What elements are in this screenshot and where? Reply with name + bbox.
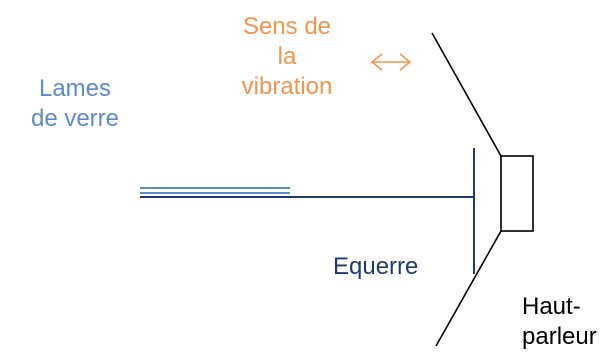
vibration-direction-label: Sens de la vibration <box>222 12 352 102</box>
speaker-label-line1: Haut- <box>522 293 581 320</box>
speaker-magnet <box>500 155 534 232</box>
glass-plates-label: Lames de verre <box>10 74 140 134</box>
square-label: Equerre <box>333 253 419 280</box>
speaker-label-line2: parleur <box>522 323 597 350</box>
glass-label-line1: Lames <box>38 75 112 102</box>
vibration-label-line1: Sens de <box>242 13 332 40</box>
vibration-label-line2: la <box>277 43 297 70</box>
speaker-label: Haut- parleur <box>522 292 597 352</box>
double-arrow-icon <box>370 53 412 71</box>
speaker-cone-top <box>431 32 502 157</box>
glass-label-line2: de verre <box>30 105 120 132</box>
speaker-cone-bottom <box>435 230 502 347</box>
vibration-label-line3: vibration <box>241 73 333 100</box>
